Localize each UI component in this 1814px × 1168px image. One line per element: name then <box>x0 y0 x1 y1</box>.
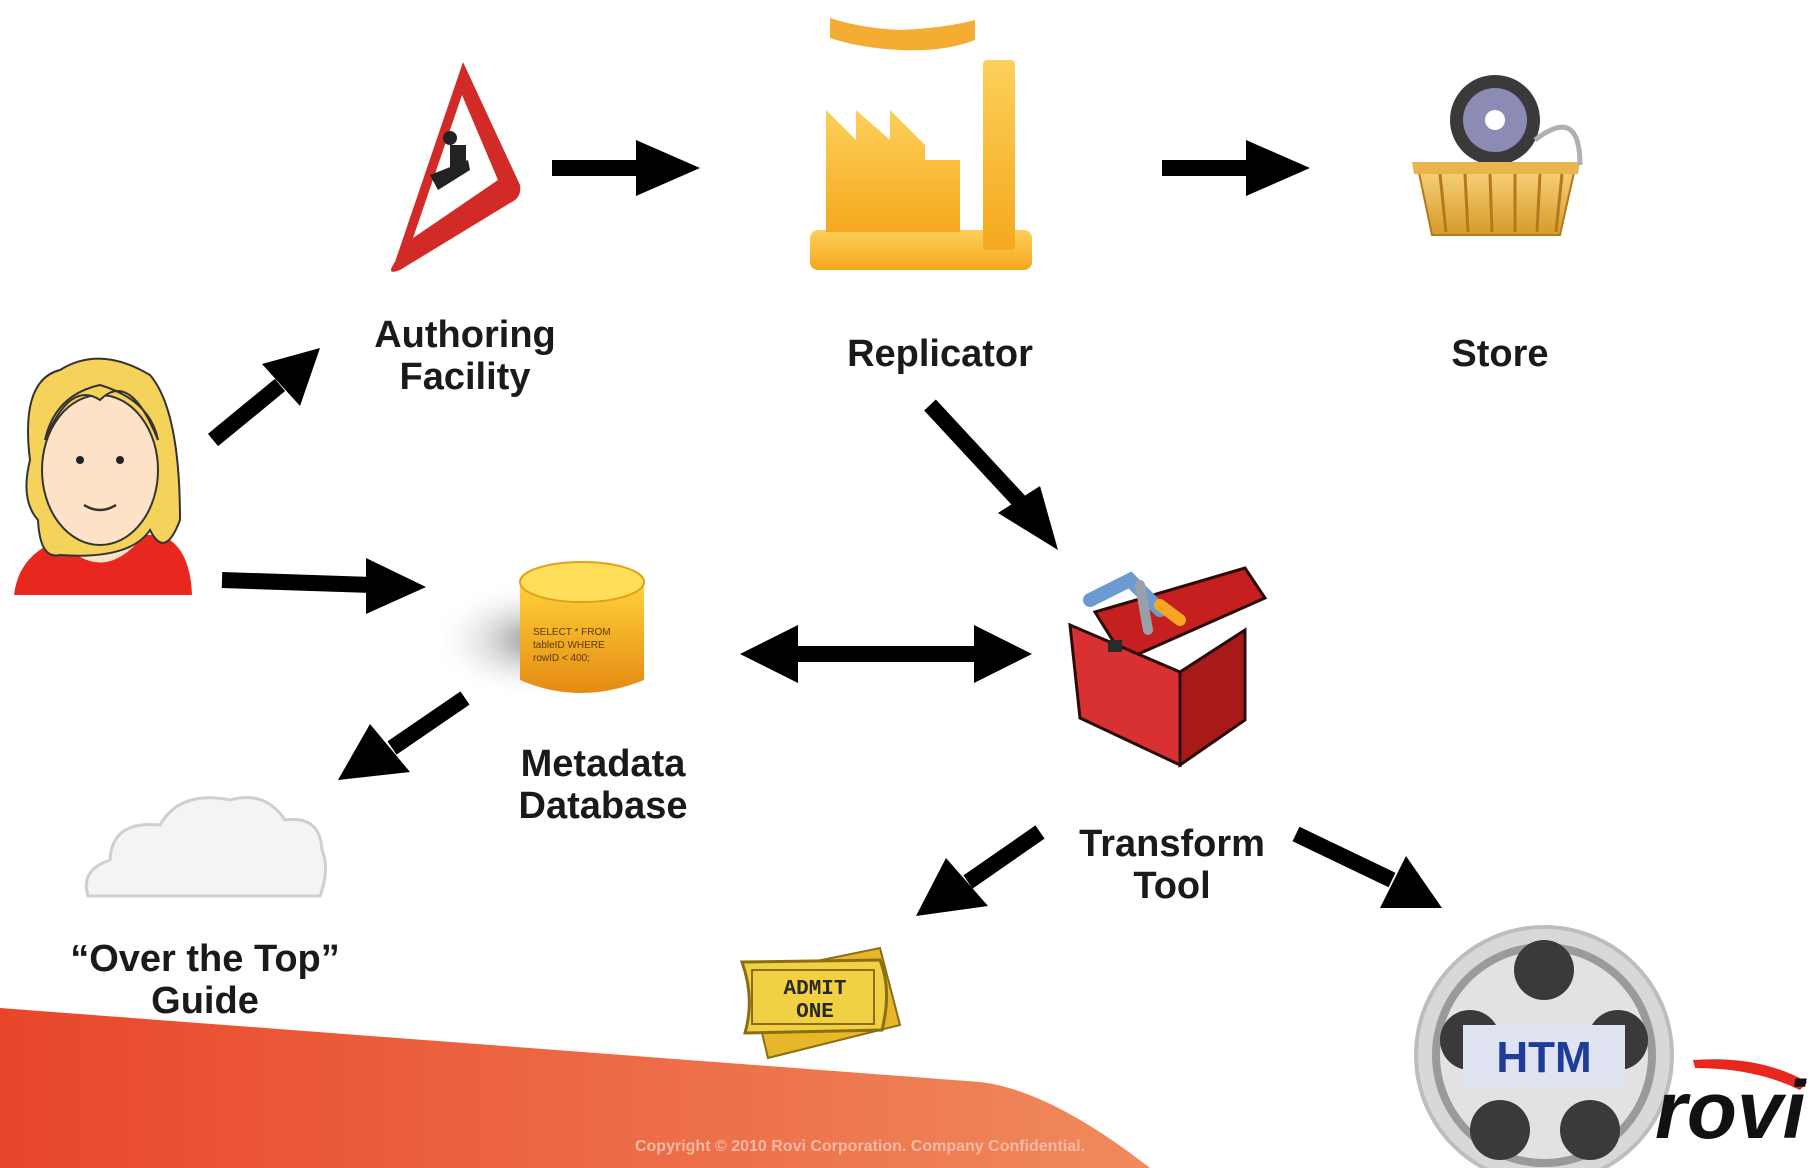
copyright-notice: Copyright © 2010 Rovi Corporation. Compa… <box>634 1138 1086 1155</box>
label-transform-tool: Transform Tool <box>1072 823 1272 907</box>
arrow-person-to-authoring <box>207 348 320 447</box>
arrow-replicator-to-transform <box>924 399 1058 550</box>
database-icon: SELECT * FROM tableID WHERE rowID < 400; <box>430 561 650 700</box>
label-line: Tool <box>1133 865 1211 907</box>
footer-swoosh <box>0 1008 1150 1168</box>
film-reel-icon: HTM <box>1414 925 1674 1168</box>
ticket-line1: ADMIT <box>783 978 846 1001</box>
label-line: Store <box>1451 333 1549 375</box>
arrow-person-to-metadata <box>221 558 426 614</box>
warning-sign-icon <box>391 62 521 272</box>
rovi-logo: rovi <box>1655 1059 1808 1156</box>
label-line: Metadata <box>520 743 686 785</box>
ticket-line2: ONE <box>796 1001 834 1024</box>
label-line: Replicator <box>847 333 1033 375</box>
label-line: Facility <box>399 356 531 398</box>
arrow-transform-to-reel <box>1292 826 1442 908</box>
label-over-the-top-guide: “Over the Top” Guide <box>60 938 350 1022</box>
sql-line: rowID < 400; <box>533 653 590 664</box>
arrow-authoring-to-replicator <box>552 140 700 196</box>
person-icon <box>14 357 192 595</box>
sql-line: tableID WHERE <box>533 640 605 651</box>
toolbox-icon <box>1068 566 1268 768</box>
ticket-icon: ADMIT ONE <box>739 946 902 1060</box>
arrows <box>207 140 1442 916</box>
arrow-replicator-to-store <box>1162 140 1310 196</box>
label-line: Transform <box>1079 823 1265 865</box>
arrow-metadata-to-guide <box>338 691 470 780</box>
label-authoring-facility: Authoring Facility <box>360 314 570 398</box>
label-line: Guide <box>151 980 259 1022</box>
shopping-basket-icon <box>1412 75 1583 236</box>
reel-label: HTM <box>1496 1033 1591 1082</box>
sql-line: SELECT * FROM <box>533 627 611 638</box>
logo-text: rovi <box>1655 1065 1808 1156</box>
label-metadata-database: Metadata Database <box>508 743 698 827</box>
arrow-metadata-transform-bidirectional <box>740 625 1032 683</box>
factory-icon <box>810 18 1032 270</box>
label-replicator: Replicator <box>830 333 1050 375</box>
arrow-transform-to-ticket <box>916 825 1045 916</box>
label-line: Database <box>518 785 688 827</box>
cloud-icon <box>84 796 327 898</box>
label-store: Store <box>1420 333 1580 375</box>
label-line: Authoring <box>374 314 556 356</box>
label-line: “Over the Top” <box>70 938 340 980</box>
